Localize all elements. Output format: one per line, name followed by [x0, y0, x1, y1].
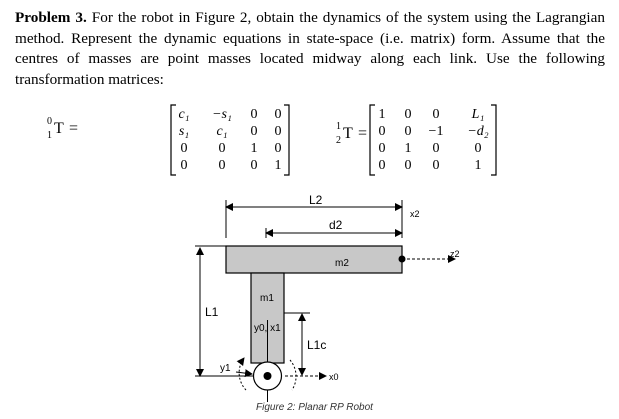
matrix2-cell-r3-c0: 0 [379, 158, 386, 173]
matrix1-cell-r0-c1: −s₁ [212, 107, 232, 122]
matrix1-left-bracket [170, 104, 176, 176]
d2-label: d2 [329, 218, 343, 232]
matrix1-cell-r3-c2: 0 [251, 158, 258, 173]
matrix2-cell-r3-c3: 1 [475, 158, 482, 173]
matrix1-cell-r0-c2: 0 [251, 107, 258, 122]
matrix2-cells: 1 0 0 L₁ 0 0 −1 −d₂ 0 1 0 0 0 0 0 1 [379, 107, 489, 173]
matrix2-cell-r1-c2: −1 [429, 124, 444, 139]
matrix1-cell-r2-c1: 0 [219, 141, 226, 156]
m2-label: m2 [335, 258, 349, 269]
matrix2-cell-r2-c0: 0 [379, 141, 386, 156]
matrix2-label-sup: 1 [336, 121, 341, 132]
matrix1-cell-r1-c2: 0 [251, 124, 258, 139]
matrix2-cell-r2-c2: 0 [433, 141, 440, 156]
matrix2-cell-r3-c1: 0 [405, 158, 412, 173]
matrix1-cell-r2-c0: 0 [181, 141, 188, 156]
x0-label: x0 [329, 372, 339, 382]
matrix1-cell-r2-c3: 0 [275, 141, 282, 156]
L2-label: L2 [309, 193, 323, 207]
matrix1-cells: c₁ −s₁ 0 0 s₁ c₁ 0 0 0 0 1 0 0 0 0 1 [178, 107, 281, 173]
matrix1-cell-r2-c2: 1 [251, 141, 258, 156]
matrix2-cell-r0-c1: 0 [405, 107, 412, 122]
matrix1-cell-r3-c1: 0 [219, 158, 226, 173]
matrix2-cell-r1-c1: 0 [405, 124, 412, 139]
matrix2-cell-r0-c2: 0 [433, 107, 440, 122]
matrix1-right-bracket [284, 104, 290, 176]
matrix1-equals: = [69, 120, 79, 137]
problem-label: Problem 3. [15, 9, 87, 26]
matrix1-label-sup: 0 [47, 116, 52, 127]
matrix2-label-sub: 2 [336, 135, 341, 146]
matrix2-cell-r3-c2: 0 [433, 158, 440, 173]
matrix1-label-sub: 1 [47, 130, 52, 141]
L1-label: L1 [205, 305, 219, 319]
matrix1-cell-r0-c3: 0 [275, 107, 282, 122]
matrix2-cell-r1-c3: −d₂ [467, 124, 488, 139]
matrix1-cell-r1-c3: 0 [275, 124, 282, 139]
matrix1-label-T: T [54, 120, 64, 137]
L1c-label: L1c [307, 338, 326, 352]
matrix1-cell-r1-c0: s₁ [179, 124, 189, 139]
matrix2-left-bracket [369, 104, 375, 176]
base-joint-pin [263, 372, 272, 380]
matrix1-cell-r0-c0: c₁ [178, 107, 189, 122]
matrix1-cell-r1-c1: c₁ [216, 124, 227, 139]
matrix2-cell-r2-c1: 1 [405, 141, 412, 156]
matrix2-cell-r0-c3: L₁ [471, 107, 485, 122]
matrix2-cell-r1-c0: 0 [379, 124, 386, 139]
z2-label: z2 [450, 249, 460, 259]
figure-caption: Figure 2: Planar RP Robot [256, 402, 374, 413]
matrix2-equals: = [358, 125, 368, 142]
y1-axis [235, 369, 253, 378]
y1-label: y1 [220, 363, 231, 374]
matrix2-right-bracket [491, 104, 497, 176]
rotation-arrow-left [236, 357, 247, 391]
m1-label: m1 [260, 293, 274, 304]
y0-x1-label: y0, x1 [254, 323, 281, 334]
matrix2-cell-r0-c0: 1 [379, 107, 386, 122]
rotation-arrow-right [289, 359, 297, 391]
matrix2-cell-r2-c3: 0 [475, 141, 482, 156]
problem-text: For the robot in Figure 2, obtain the dy… [15, 9, 605, 88]
problem-statement: Problem 3. For the robot in Figure 2, ob… [15, 8, 605, 90]
matrix1-cell-r3-c0: 0 [181, 158, 188, 173]
transformation-matrices: c₁ −s₁ 0 0 s₁ c₁ 0 0 0 0 1 0 0 0 0 1 1 0 0 L₁ 0 0 −1 −d₂ 0 1 0 0 0 0… [170, 104, 497, 176]
matrix1-cell-r3-c3: 1 [275, 158, 282, 173]
link2-bar [225, 245, 403, 274]
x2-label: x2 [410, 209, 420, 219]
matrix2-label-T: T [343, 125, 353, 142]
